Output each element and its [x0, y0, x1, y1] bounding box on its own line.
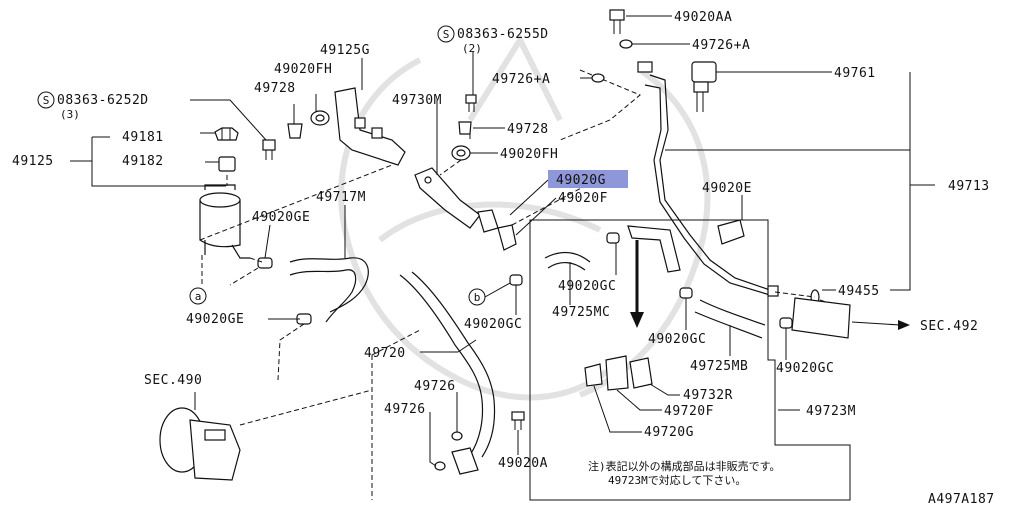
label-08363-6252D-qty: (3): [60, 108, 80, 121]
label-sec492[interactable]: SEC.492: [920, 319, 978, 334]
clip-49020E[interactable]: [717, 219, 745, 245]
grommet-49020FH-mid[interactable]: [451, 145, 471, 161]
label-49020AA[interactable]: 49020AA: [674, 10, 732, 25]
label-08363-6255D[interactable]: 08363-6255D: [457, 27, 549, 42]
label-49182[interactable]: 49182: [122, 154, 164, 169]
eyebolt-49020A[interactable]: [511, 411, 525, 430]
block-49732R[interactable]: [629, 357, 653, 389]
label-08363-6255D-qty: (2): [462, 42, 482, 55]
label-49020FH-top[interactable]: 49020FH: [274, 62, 332, 77]
svg-text:S: S: [43, 94, 50, 107]
reservoir-bracket[interactable]: [334, 87, 406, 166]
block-49720G[interactable]: [584, 363, 603, 387]
label-49720[interactable]: 49720: [364, 346, 406, 361]
grommet-49020FH-top[interactable]: [310, 110, 330, 126]
arrow-down: [630, 240, 644, 328]
bolt-49020AA[interactable]: [609, 9, 625, 34]
label-49726-a[interactable]: 49726: [414, 379, 456, 394]
reservoir-tank[interactable]: [199, 184, 250, 259]
label-49717M[interactable]: 49717M: [316, 190, 366, 205]
label-49181[interactable]: 49181: [122, 130, 164, 145]
washer-49726-b[interactable]: [434, 461, 446, 471]
label-49020E[interactable]: 49020E: [702, 181, 752, 196]
reservoir-cap[interactable]: [214, 127, 239, 141]
label-49725MC[interactable]: 49725MC: [552, 305, 610, 320]
note-line-2: 49723Mで対応して下さい。: [608, 473, 746, 487]
label-49020A[interactable]: 49020A: [498, 456, 548, 471]
clamp-49020F[interactable]: [497, 224, 517, 251]
label-49020GC-c[interactable]: 49020GC: [648, 332, 706, 347]
label-49728-top[interactable]: 49728: [254, 81, 296, 96]
part-labels: 49020AA 49726+A 49761 08363-6255D (2) 49…: [12, 10, 990, 471]
label-49020GC-a[interactable]: 49020GC: [558, 279, 616, 294]
label-49726A-top[interactable]: 49726+A: [692, 38, 750, 53]
kit-49723M-outline: [529, 219, 851, 501]
clamp-49020G[interactable]: [477, 209, 499, 233]
label-49720G[interactable]: 49720G: [644, 425, 694, 440]
clamp-49020GC-b[interactable]: [509, 274, 523, 286]
clamp-49020GC-c[interactable]: [679, 287, 693, 299]
standard-part-mark-1: S: [437, 25, 455, 43]
standard-part-mark-2: S: [37, 91, 55, 109]
cap-gasket[interactable]: [218, 156, 236, 172]
pressure-switch-49761[interactable]: [691, 61, 717, 112]
hose-49720[interactable]: [399, 271, 496, 475]
label-49020FH-mid[interactable]: 49020FH: [500, 147, 558, 162]
label-49730M[interactable]: 49730M: [392, 93, 442, 108]
washer-49726A-left[interactable]: [591, 73, 605, 83]
marker-b: b: [468, 282, 511, 306]
clamp-49020GC-d[interactable]: [779, 317, 793, 329]
clamp-49020GC-a[interactable]: [606, 232, 620, 244]
figure-code: A497A187: [928, 492, 995, 507]
label-49020F[interactable]: 49020F: [558, 191, 608, 206]
label-08363-6252D[interactable]: 08363-6252D: [57, 93, 149, 108]
bolt-08363-6252D[interactable]: [262, 139, 276, 160]
label-49125G[interactable]: 49125G: [320, 43, 370, 58]
label-49720F[interactable]: 49720F: [664, 404, 714, 419]
grommet-49728-mid[interactable]: [458, 121, 472, 135]
cooler-hose-connector[interactable]: [791, 297, 851, 339]
label-49725MB[interactable]: 49725MB: [690, 359, 748, 374]
label-49020GC-b[interactable]: 49020GC: [464, 317, 522, 332]
label-49726-b[interactable]: 49726: [384, 402, 426, 417]
label-49020GC-d[interactable]: 49020GC: [776, 361, 834, 376]
tube-connector[interactable]: [627, 225, 681, 273]
note-line-1: 注)表記以外の構成部品は非販売です。: [588, 459, 781, 473]
label-49726A-left[interactable]: 49726+A: [492, 72, 550, 87]
label-49020GE-top[interactable]: 49020GE: [252, 210, 310, 225]
svg-text:b: b: [474, 291, 481, 304]
label-49732R[interactable]: 49732R: [683, 388, 733, 403]
label-49125[interactable]: 49125: [12, 154, 54, 169]
label-sec490[interactable]: SEC.490: [144, 373, 202, 388]
svg-text:S: S: [443, 28, 450, 41]
highlight-49020G: [548, 170, 628, 188]
washer-49726A-top[interactable]: [619, 39, 633, 49]
marker-a: a: [189, 287, 207, 305]
clamp-49020GE-top[interactable]: [257, 257, 273, 269]
bracket-49730M[interactable]: [414, 167, 481, 229]
washer-49726-a[interactable]: [451, 431, 463, 441]
label-49020GE-bot[interactable]: 49020GE: [186, 312, 244, 327]
bolt-08363-6255D[interactable]: [465, 94, 477, 112]
steering-gear-assembly[interactable]: [159, 407, 241, 481]
footnote: 注)表記以外の構成部品は非販売です。 49723Mで対応して下さい。: [588, 459, 781, 487]
grommet-49728-top[interactable]: [287, 123, 303, 139]
label-49455[interactable]: 49455: [838, 284, 880, 299]
leader-lines: [70, 15, 935, 467]
hose-49725MC[interactable]: [544, 251, 591, 271]
label-49761[interactable]: 49761: [834, 66, 876, 81]
block-49720F[interactable]: [605, 355, 629, 391]
label-49020G[interactable]: 49020G: [556, 173, 606, 188]
label-49713[interactable]: 49713: [948, 179, 990, 194]
svg-text:a: a: [195, 290, 202, 303]
hose-49717M[interactable]: [289, 257, 369, 323]
label-49723M[interactable]: 49723M: [806, 404, 856, 419]
label-49728-mid[interactable]: 49728: [507, 122, 549, 137]
